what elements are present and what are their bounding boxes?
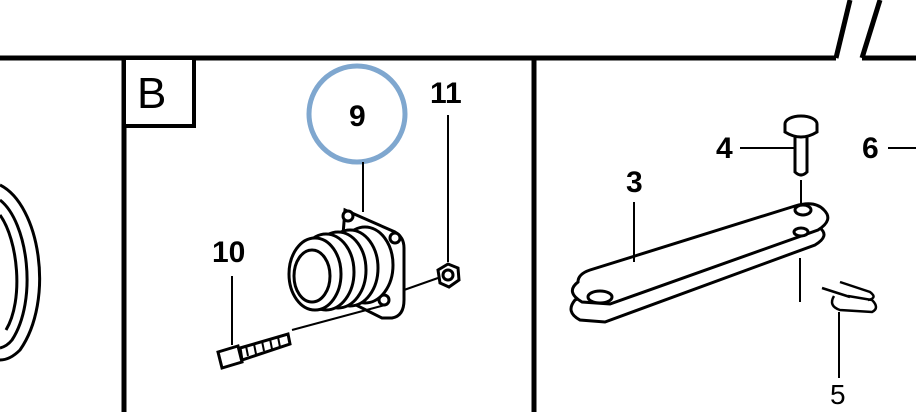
callout-9: 9 [349,100,366,133]
callout-5: 5 [830,379,846,410]
spring-clip-part [821,280,878,314]
flanged-bearing-part [287,207,406,320]
highlight-circle [306,63,408,165]
callout-10: 10 [212,236,245,269]
pin-part [783,114,819,177]
section-label-box: B [122,56,196,128]
callout-11: 11 [430,77,462,110]
callout-3: 3 [626,166,643,199]
callout-6: 6 [862,132,879,165]
bolt-part [216,304,386,370]
callout-4: 4 [716,132,733,165]
left-pulley-partial [0,183,42,362]
tension-arm-part [569,202,830,324]
section-label: B [137,69,166,118]
nut-part [403,262,461,291]
